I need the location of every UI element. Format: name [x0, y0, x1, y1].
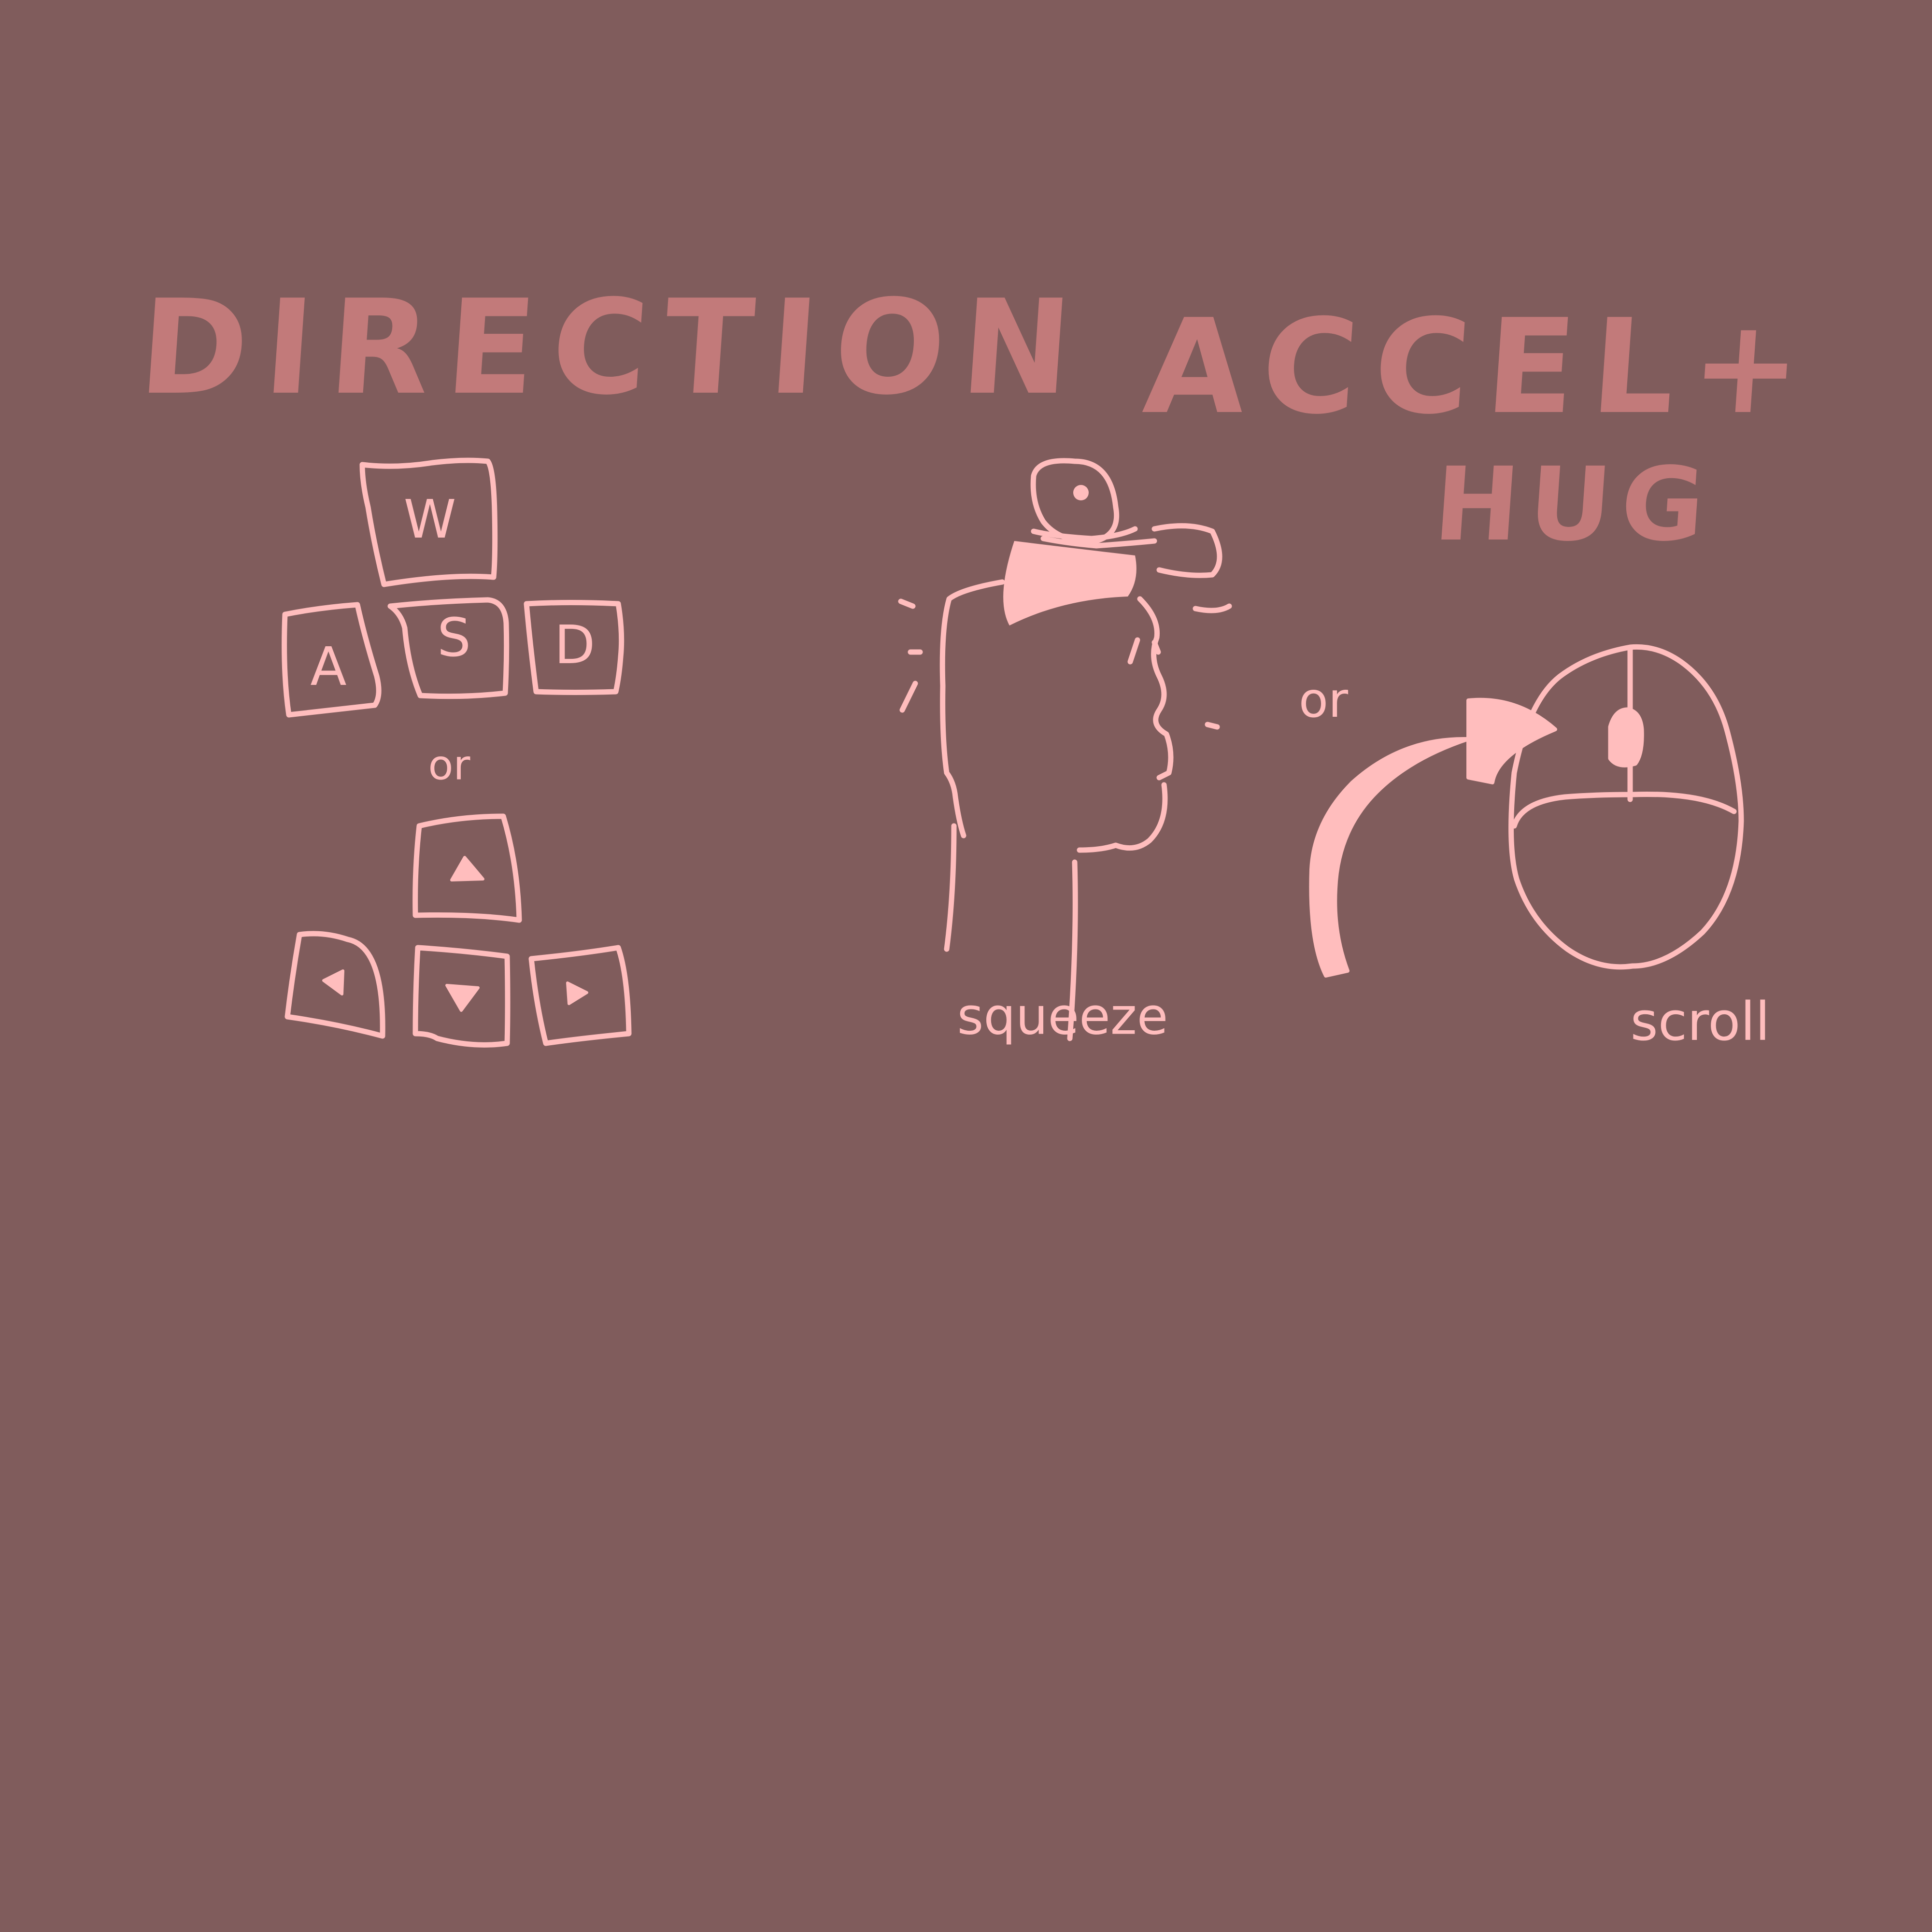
mouse-wheel	[1608, 707, 1644, 767]
curved-arrow-icon	[1309, 737, 1470, 978]
right-arrow-icon	[566, 981, 588, 1005]
key-a	[282, 602, 382, 718]
wasd-keys-group	[282, 457, 625, 718]
key-a-label: A	[310, 636, 347, 697]
key-w	[359, 457, 498, 587]
key-w-label: W	[403, 488, 456, 550]
key-s-label: S	[437, 607, 471, 668]
down-arrow-icon	[445, 984, 480, 1012]
key-up	[412, 813, 522, 923]
arrow-keys-group	[284, 813, 632, 1048]
key-right	[528, 945, 632, 1046]
left-arrow-icon	[322, 969, 344, 995]
mouse-scroll-icon	[1309, 644, 1744, 978]
arrow-head	[1466, 697, 1557, 784]
accel-or-label: or	[1298, 672, 1349, 728]
key-d-label: D	[554, 614, 596, 676]
hug-figure-icon	[898, 458, 1232, 1041]
key-d	[524, 600, 625, 695]
key-s	[387, 597, 510, 699]
mouse-divider	[1511, 791, 1737, 829]
scroll-label: scroll	[1630, 991, 1770, 1052]
up-arrow-icon	[450, 856, 484, 881]
hug-subtitle: HUG	[1430, 445, 1719, 564]
accel-title: ACCEL+	[1139, 291, 1823, 443]
direction-or-label: or	[428, 741, 470, 790]
mouse-body	[1508, 644, 1744, 970]
squeeze-label: squeeze	[957, 987, 1168, 1046]
key-down	[412, 945, 511, 1048]
direction-title: DIRECTION	[135, 271, 1093, 424]
key-left	[284, 931, 385, 1039]
